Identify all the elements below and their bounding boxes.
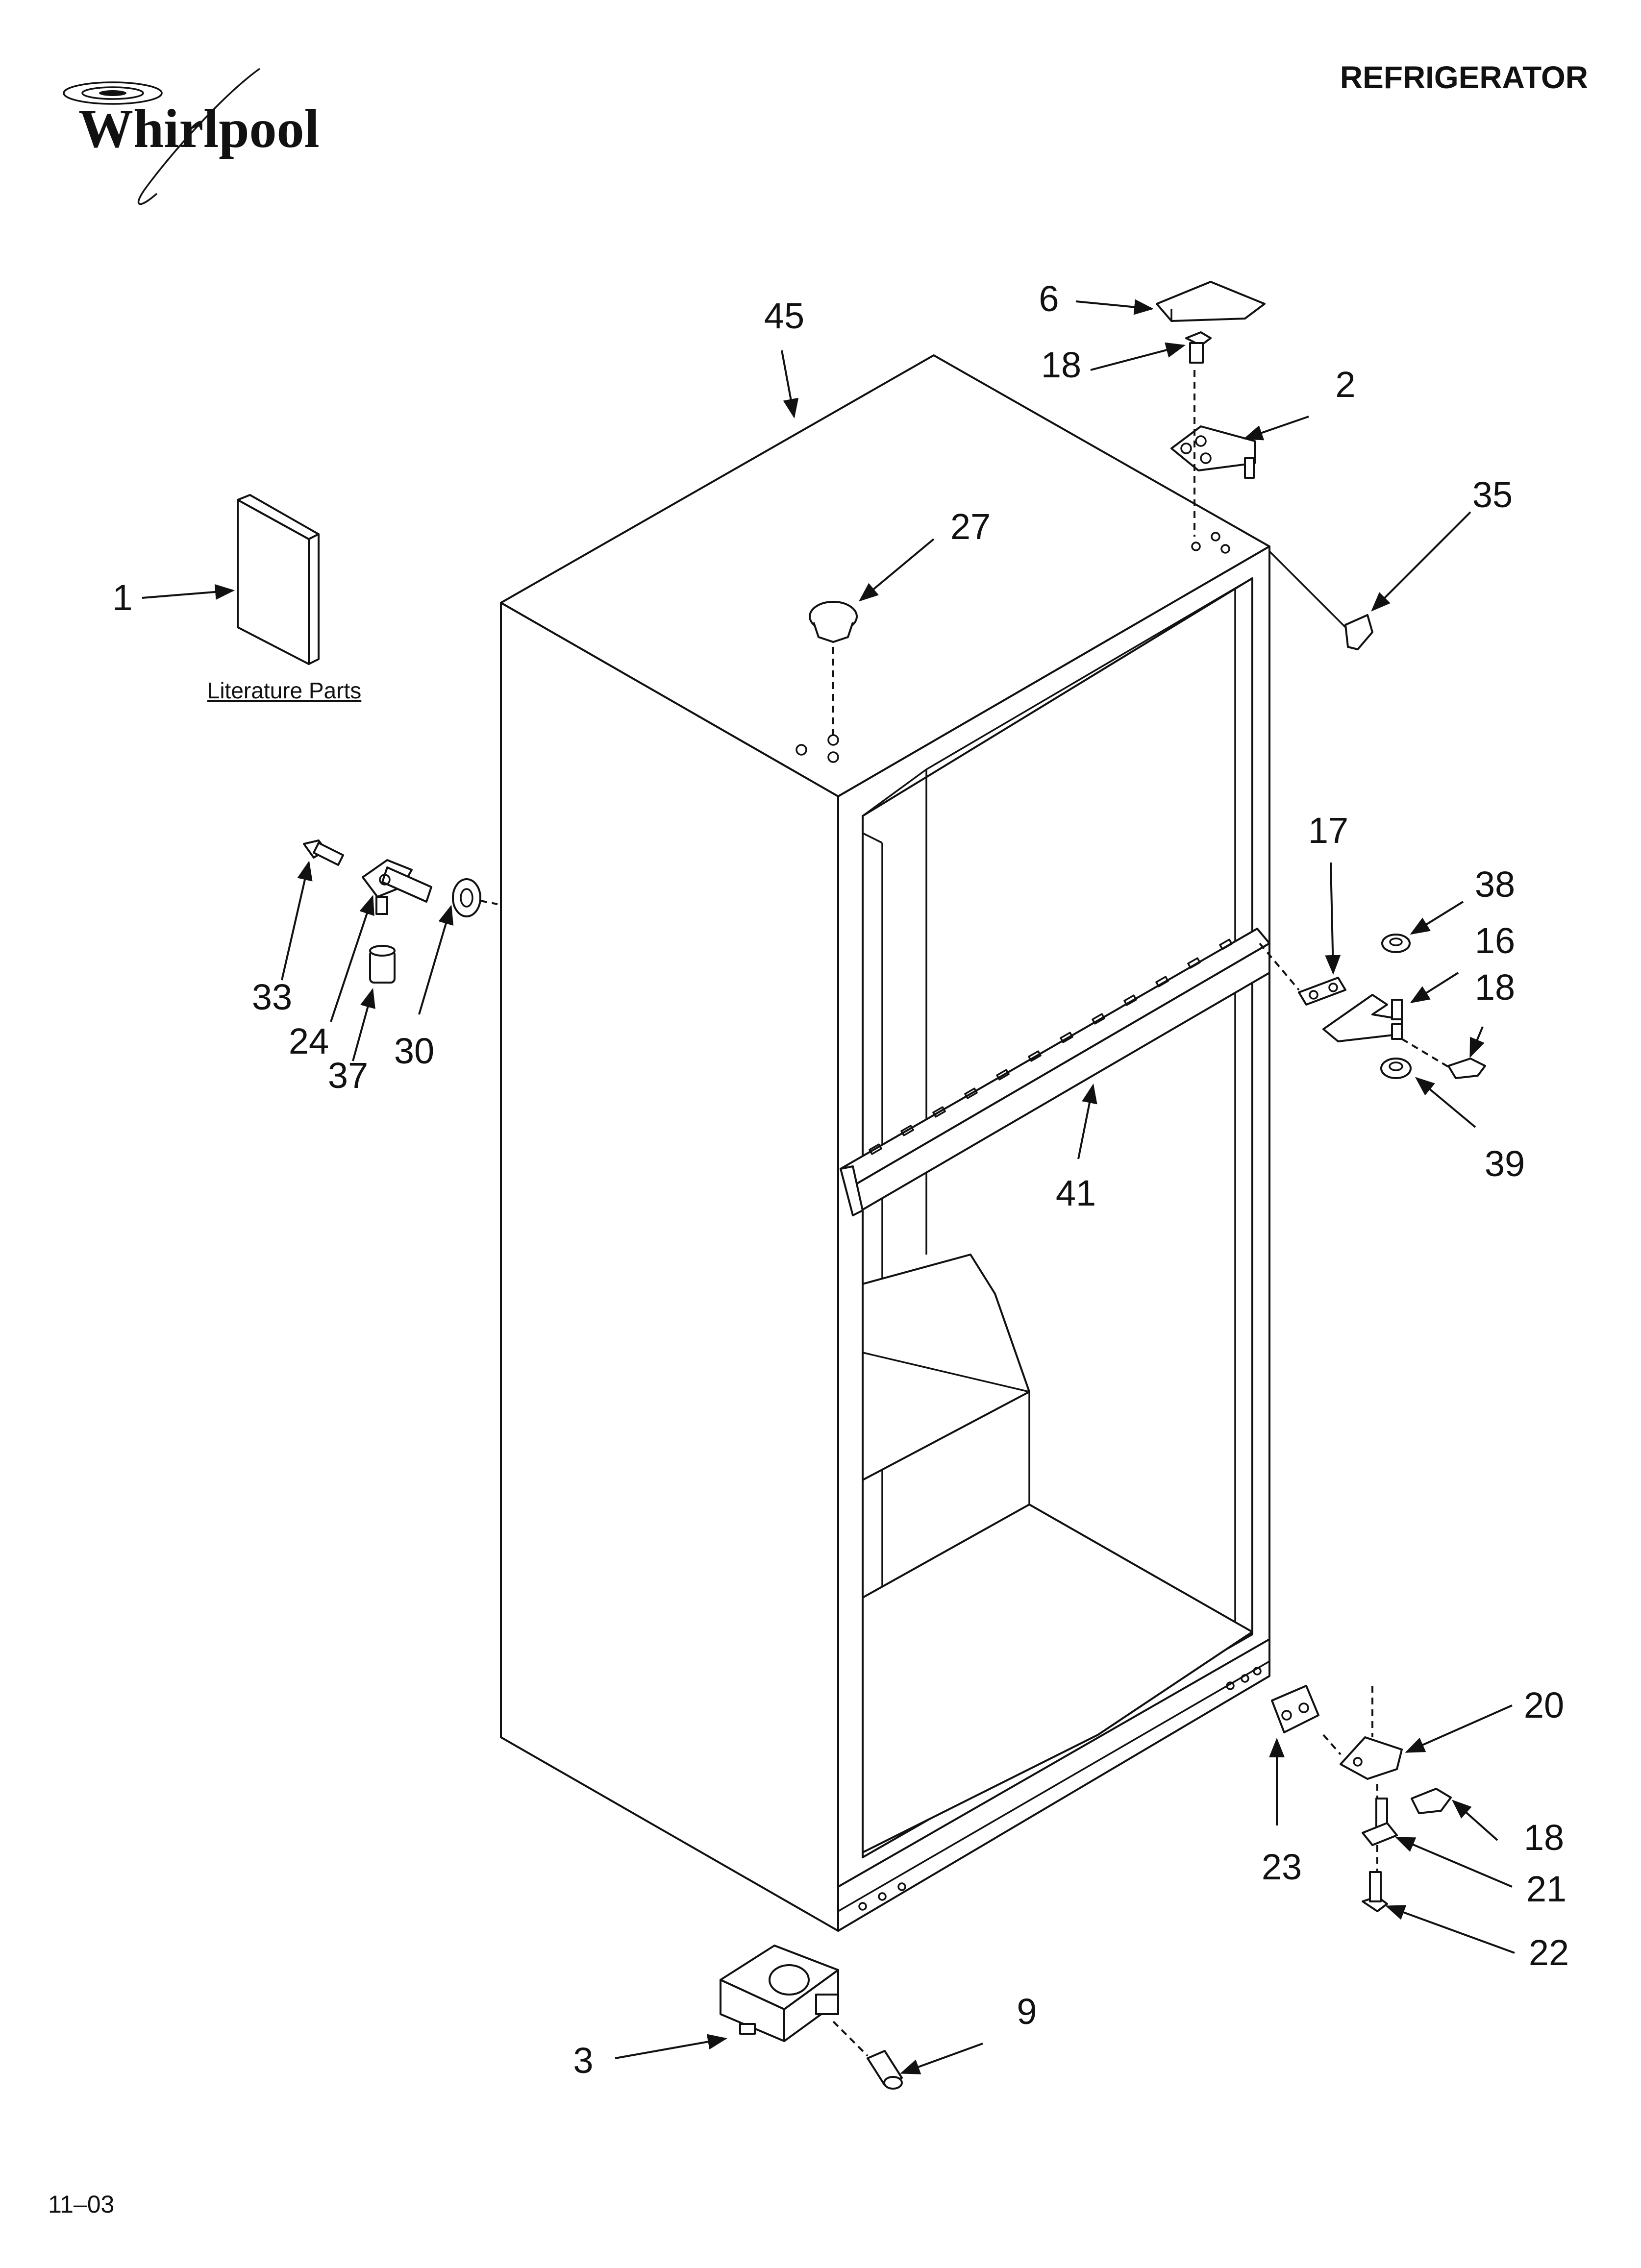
callout-16: 16	[1475, 920, 1515, 961]
hinge-cover	[1156, 281, 1266, 322]
callout-20: 20	[1524, 1685, 1564, 1726]
whirlpool-logo: Whirlpool	[63, 68, 320, 205]
callout-39: 39	[1485, 1143, 1525, 1184]
callout-23: 23	[1262, 1847, 1302, 1887]
top-hinge-screw	[1185, 331, 1212, 364]
top-plug	[809, 601, 858, 643]
leveling-screw	[1362, 1871, 1388, 1912]
hinge-washer-top	[1381, 934, 1411, 953]
hinge-shim	[1298, 977, 1346, 1006]
center-hinge	[1322, 994, 1403, 1042]
callout-27: 27	[950, 506, 991, 547]
callout-17: 17	[1308, 810, 1348, 851]
page-title: REFRIGERATOR	[1340, 60, 1588, 95]
callout-2: 2	[1335, 364, 1355, 405]
divider-mullion-rail	[840, 928, 1270, 1216]
callout-18-center: 18	[1475, 967, 1515, 1008]
callout-21: 21	[1526, 1869, 1566, 1909]
brand-wordmark: Whirlpool	[78, 99, 320, 159]
callout-22: 22	[1529, 1932, 1569, 1973]
callout-45: 45	[764, 296, 804, 336]
roller-assembly	[720, 1945, 839, 2042]
callout-38: 38	[1475, 864, 1515, 905]
handle-screw	[303, 839, 344, 866]
top-hinge	[1170, 425, 1256, 479]
stop-washer	[452, 878, 481, 917]
stop-spacer	[369, 945, 396, 984]
hinge-washer-bottom	[1380, 1058, 1412, 1079]
callout-6: 6	[1039, 278, 1059, 319]
callout-30: 30	[394, 1031, 434, 1071]
callout-labels: 1 2 3 6 9 16 17 18 18 18 20 21 22 23 24 …	[112, 278, 1569, 2081]
callout-arrows	[142, 299, 1515, 2074]
callout-37: 37	[328, 1055, 368, 1096]
callout-18-bottom: 18	[1524, 1817, 1564, 1858]
callout-33: 33	[252, 977, 292, 1017]
callout-24: 24	[289, 1021, 329, 1061]
bottom-hinge-screw	[1411, 1788, 1452, 1814]
callout-1: 1	[112, 577, 132, 618]
bottom-hinge-shim	[1271, 1685, 1319, 1733]
callout-41: 41	[1056, 1173, 1096, 1213]
callout-35: 35	[1472, 474, 1513, 515]
callout-3: 3	[573, 2040, 593, 2081]
adjustment-screw	[867, 2050, 903, 2090]
callout-18-top: 18	[1041, 345, 1081, 385]
callout-9: 9	[1017, 1991, 1037, 2032]
hinge-pin	[1362, 1798, 1398, 1846]
bottom-hinge	[1340, 1736, 1403, 1780]
date-code: 11–03	[48, 2191, 114, 2218]
center-hinge-screw	[1447, 1058, 1486, 1079]
door-stop-clip	[1344, 614, 1373, 650]
door-stop-bracket	[362, 859, 432, 915]
literature-booklet	[237, 494, 320, 665]
refrigerator-cabinet	[500, 354, 1270, 1932]
literature-label: Literature Parts	[207, 678, 361, 703]
